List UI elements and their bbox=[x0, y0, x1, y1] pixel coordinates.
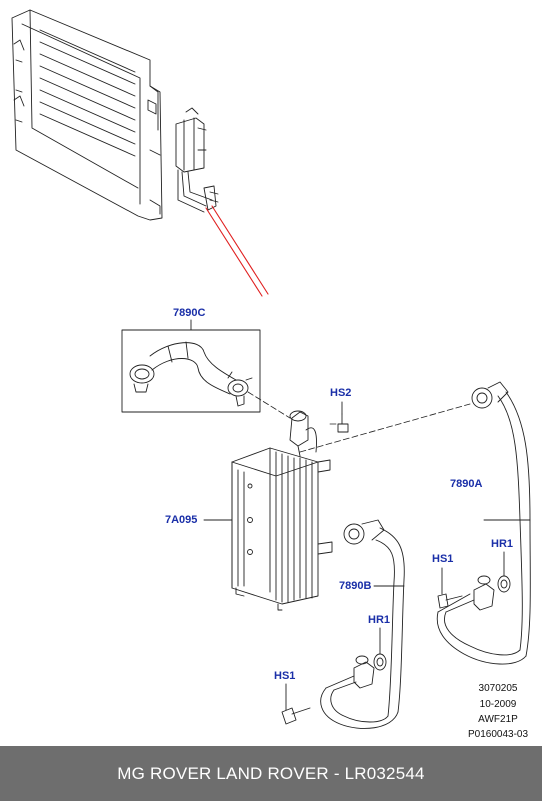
callout-HS1-right: HS1 bbox=[432, 553, 454, 565]
callout-7890B: 7890B bbox=[339, 580, 372, 592]
kit-hose-7890C bbox=[129, 341, 253, 407]
ref-line-2: 10-2009 bbox=[479, 699, 517, 710]
ring-hr1-right bbox=[497, 551, 511, 593]
radiator-assembly bbox=[11, 9, 219, 221]
ref-line-3: AWF21P bbox=[478, 714, 518, 725]
hose-kit-box bbox=[121, 319, 261, 413]
parts-diagram bbox=[11, 9, 531, 729]
locator-leader-lines bbox=[205, 205, 269, 297]
callout-HR1-right: HR1 bbox=[491, 538, 514, 550]
oil-cooler-7A095 bbox=[231, 410, 333, 611]
footer-banner: MG ROVER LAND ROVER - LR032544 bbox=[0, 746, 542, 801]
bolt-hs1-left bbox=[281, 683, 311, 725]
hose-7890B bbox=[320, 519, 405, 729]
ref-line-4: P0160043-03 bbox=[467, 729, 529, 740]
callout-7890A: 7890A bbox=[450, 478, 483, 490]
callout-HS2: HS2 bbox=[330, 387, 352, 399]
footer-text: MG ROVER LAND ROVER - LR032544 bbox=[117, 763, 425, 783]
bolt-hs1-right bbox=[437, 567, 463, 609]
callout-HR1-left: HR1 bbox=[368, 614, 391, 626]
ring-hr1-left bbox=[373, 627, 387, 671]
callout-7890C: 7890C bbox=[173, 307, 206, 319]
callout-7A095: 7A095 bbox=[165, 514, 198, 526]
ref-line-1: 3070205 bbox=[478, 683, 518, 694]
callout-HS1-left: HS1 bbox=[274, 670, 296, 682]
bolt-hs2 bbox=[337, 413, 349, 433]
assembly-dash-lines bbox=[247, 391, 471, 453]
hose-7890A bbox=[436, 381, 531, 665]
